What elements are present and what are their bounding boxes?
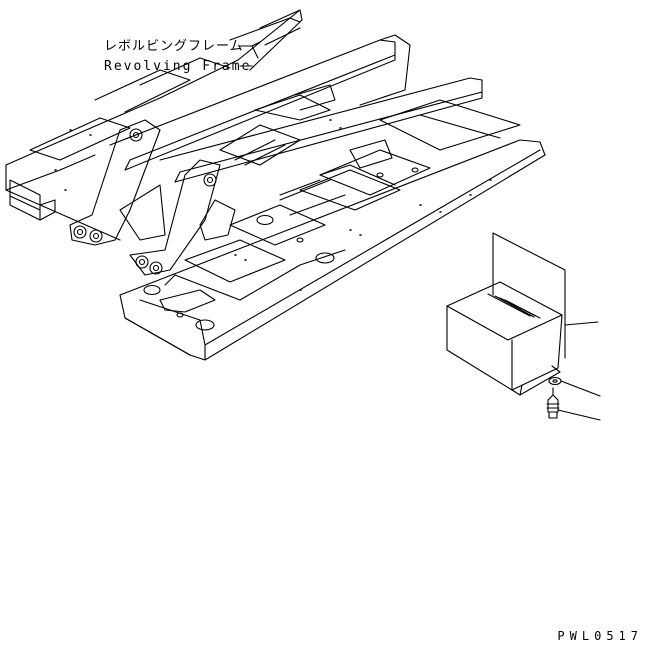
revolving-frame-drawing: [5, 9, 546, 361]
figure-code: PWL0517: [557, 629, 643, 643]
cover-drawing: [446, 232, 599, 396]
part-label-japanese: レボルビングフレーム: [104, 39, 244, 54]
part-label-english: Revolving Frame: [104, 59, 252, 74]
washer-drawing: [548, 376, 601, 397]
bolt-drawing: [546, 387, 601, 421]
